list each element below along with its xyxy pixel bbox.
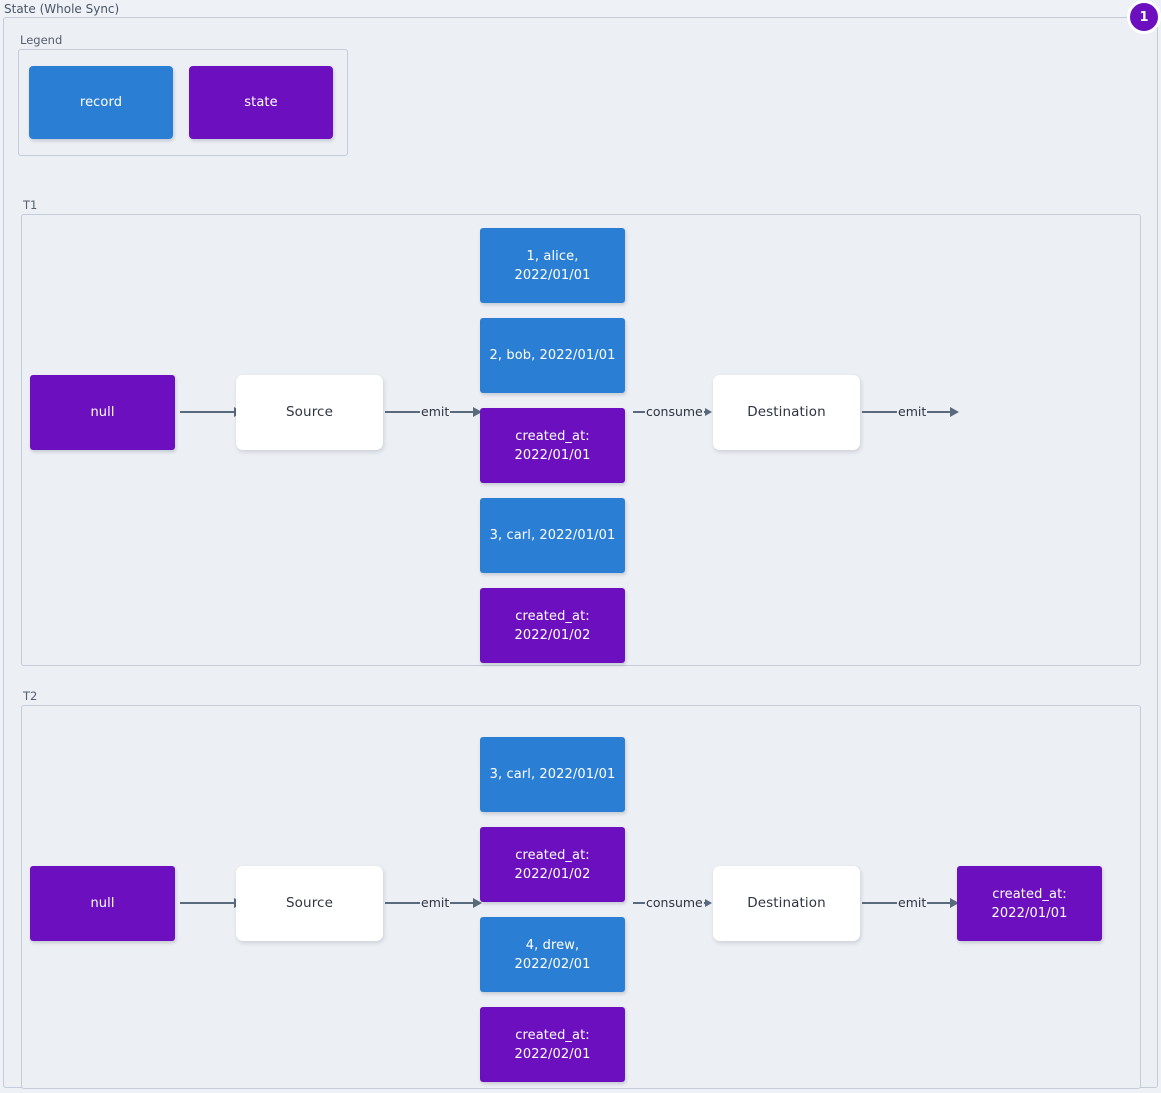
t1-arrow-source-emit: emit (385, 403, 483, 421)
arrow-line (180, 902, 235, 904)
t1-stream-item-1: 2, bob, 2022/01/01 (480, 318, 625, 393)
t1-arrow-consume: consume (633, 403, 712, 421)
arrow-head-icon (473, 898, 483, 908)
t2-arrow-state-to-source (180, 894, 243, 912)
arrow-head-icon (950, 407, 960, 417)
t2-stream-item-0: 3, carl, 2022/01/01 (480, 737, 625, 812)
t2-stream-item-3: created_at: 2022/02/01 (480, 1007, 625, 1082)
t2-initial-state: null (30, 866, 175, 941)
arrow-line (385, 902, 420, 904)
arrow-line (180, 411, 235, 413)
t1-source-node: Source (236, 375, 383, 450)
t1-stream-item-3: 3, carl, 2022/01/01 (480, 498, 625, 573)
arrow-line (862, 902, 897, 904)
t1-stream-item-2: created_at: 2022/01/01 (480, 408, 625, 483)
arrow-line (862, 411, 897, 413)
step-badge: 1 (1127, 0, 1161, 34)
arrow-line (927, 411, 952, 413)
legend-chip-record: record (29, 66, 173, 139)
t1-arrow-consume-label: consume (646, 404, 703, 419)
t1-arrow-source-emit-label: emit (421, 404, 450, 419)
t1-arrow-state-to-source (180, 403, 243, 421)
arrow-line (927, 902, 952, 904)
t1-arrow-destination-emit-label: emit (898, 404, 927, 419)
arrow-head-icon (704, 408, 712, 416)
legend-label: Legend (20, 33, 63, 47)
t1-stream-item-4: created_at: 2022/01/02 (480, 588, 625, 663)
arrow-line (385, 411, 420, 413)
timeline-group-t2: T2 null Source emit 3, carl, 2022/01/01 … (21, 689, 1141, 1089)
t2-stream-item-1: created_at: 2022/01/02 (480, 827, 625, 902)
legend-chip-state: state (189, 66, 333, 139)
t2-arrow-destination-emit: emit (862, 894, 960, 912)
t2-source-node: Source (236, 866, 383, 941)
t1-arrow-destination-emit: emit (862, 403, 960, 421)
t1-destination-node: Destination (713, 375, 860, 450)
t2-arrow-consume: consume (633, 894, 712, 912)
t2-stream-item-2: 4, drew, 2022/02/01 (480, 917, 625, 992)
legend-group: Legend record state (18, 33, 348, 156)
t2-arrow-destination-emit-label: emit (898, 895, 927, 910)
t2-arrow-source-emit: emit (385, 894, 483, 912)
arrow-line (450, 411, 475, 413)
arrow-head-icon (473, 407, 483, 417)
t2-final-state: created_at: 2022/01/01 (957, 866, 1102, 941)
arrow-line (633, 411, 645, 413)
t1-initial-state: null (30, 375, 175, 450)
page-title: State (Whole Sync) (4, 2, 120, 16)
timeline-label-t2: T2 (23, 689, 38, 703)
t2-arrow-source-emit-label: emit (421, 895, 450, 910)
arrow-head-icon (704, 899, 712, 907)
arrow-line (450, 902, 475, 904)
timeline-label-t1: T1 (23, 198, 38, 212)
t2-destination-node: Destination (713, 866, 860, 941)
legend-items: record state (19, 50, 347, 155)
arrow-head-icon (950, 898, 960, 908)
timeline-group-t1: T1 null Source emit 1, alice, 2022/01/01… (21, 198, 1141, 666)
t2-arrow-consume-label: consume (646, 895, 703, 910)
root-group: Legend record state T1 null Source emit (3, 17, 1158, 1089)
arrow-line (633, 902, 645, 904)
t1-stream-item-0: 1, alice, 2022/01/01 (480, 228, 625, 303)
